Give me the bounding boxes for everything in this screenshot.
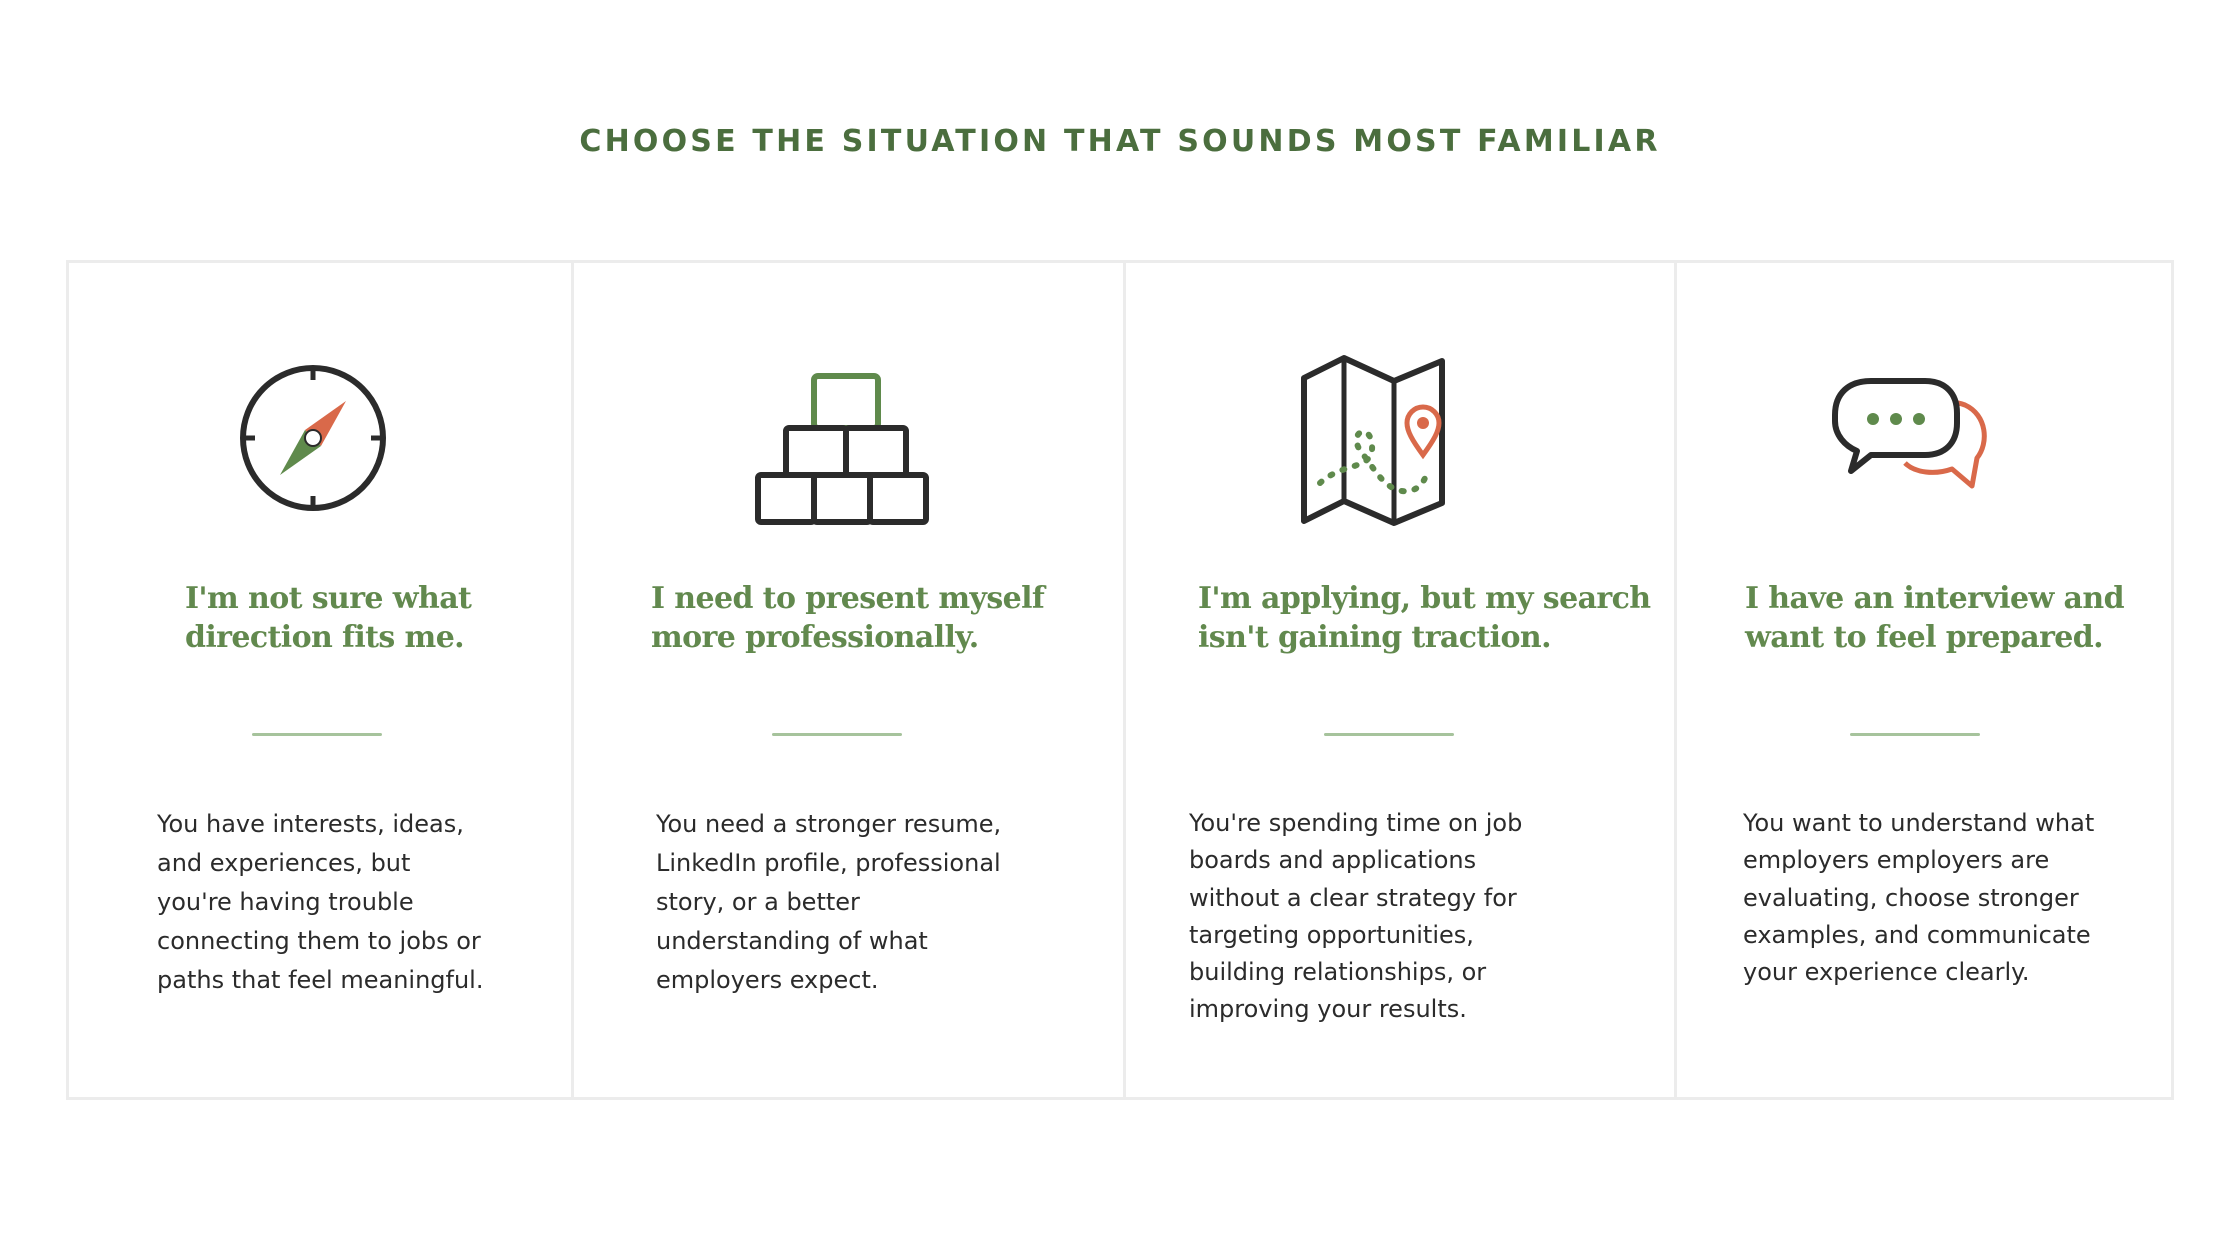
card-rule <box>1324 733 1454 736</box>
building-blocks-icon <box>744 343 934 533</box>
card-description: You have interests, ideas, and experienc… <box>157 810 484 994</box>
card-divider <box>571 263 574 1097</box>
situation-card-interview[interactable]: I have an interview and want to feel pre… <box>1677 263 2171 1097</box>
card-description: You're spending time on job boards and a… <box>1189 809 1523 1024</box>
situation-card-present[interactable]: I need to present myself more profession… <box>574 263 1123 1097</box>
card-rule <box>1850 733 1980 736</box>
card-title: I'm not sure what direction fits me. <box>185 581 472 655</box>
section-heading: CHOOSE THE SITUATION THAT SOUNDS MOST FA… <box>579 124 1661 159</box>
map-location-icon <box>1284 343 1474 533</box>
compass-icon <box>218 343 408 533</box>
card-divider <box>1123 263 1126 1097</box>
card-title: I'm applying, but my search isn't gainin… <box>1198 581 1651 655</box>
card-divider <box>1674 263 1677 1097</box>
card-title: I need to present myself more profession… <box>651 581 1045 655</box>
chat-bubbles-icon <box>1817 343 2007 533</box>
card-title: I have an interview and want to feel pre… <box>1745 581 2125 655</box>
card-description: You want to understand what employers em… <box>1743 809 2095 987</box>
card-rule <box>772 733 902 736</box>
card-rule <box>252 733 382 736</box>
situation-cards-panel: I'm not sure what direction fits me. You… <box>66 260 2174 1100</box>
situation-card-direction[interactable]: I'm not sure what direction fits me. You… <box>69 263 571 1097</box>
card-description: You need a stronger resume, LinkedIn pro… <box>656 810 1002 994</box>
situation-card-search[interactable]: I'm applying, but my search isn't gainin… <box>1126 263 1674 1097</box>
